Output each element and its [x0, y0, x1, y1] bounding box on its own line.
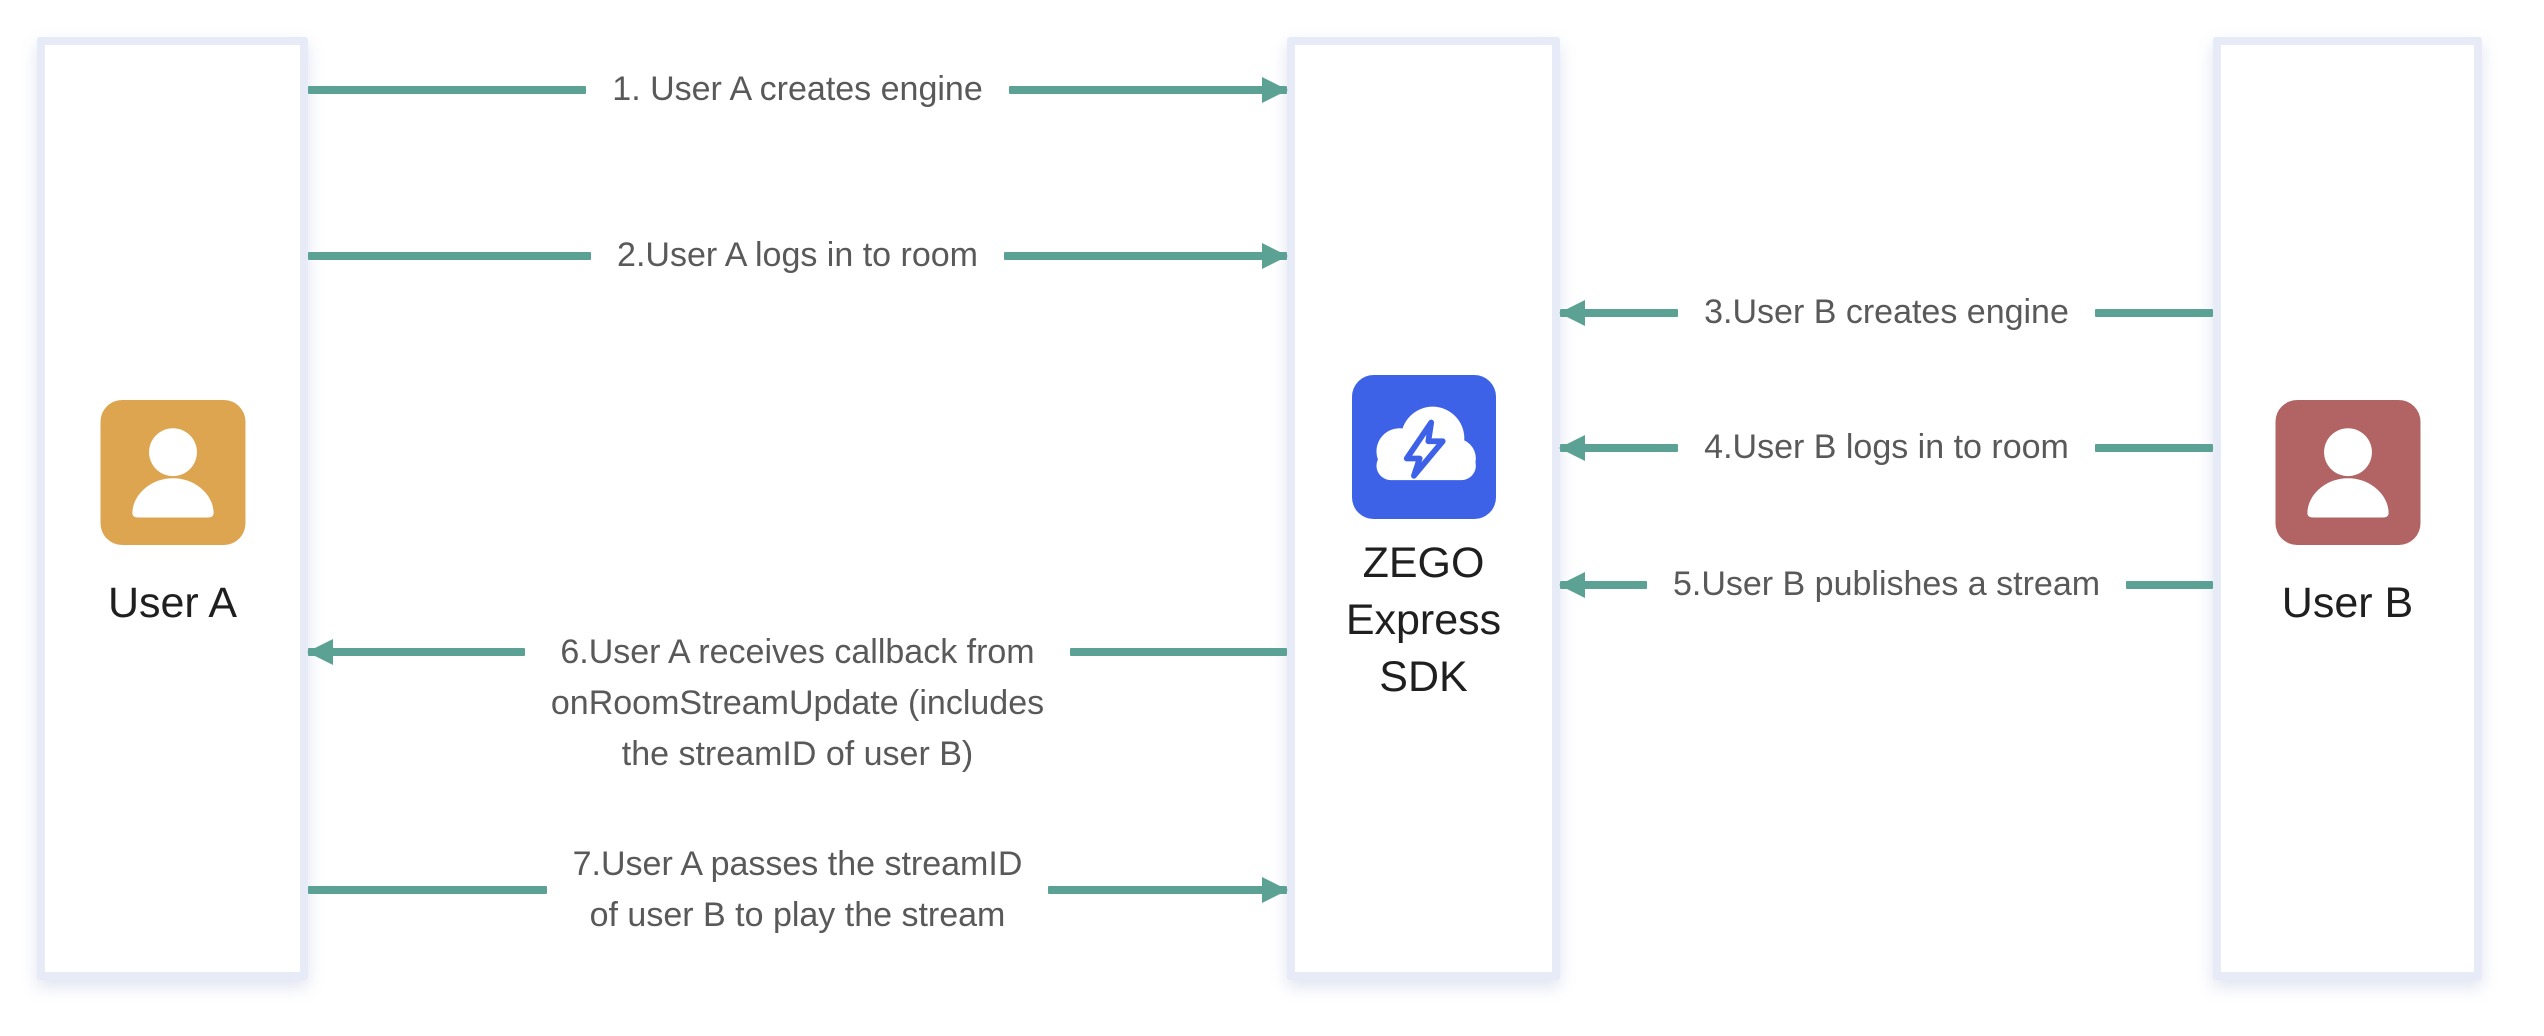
lifeline-zego-sdk: ZEGO Express SDK: [1287, 37, 1560, 980]
arrow-step-4: 4.User B logs in to room: [1560, 422, 2214, 473]
arrow-line: [308, 886, 547, 894]
user-b-avatar-icon: [2275, 400, 2420, 545]
step-label-line: 2.User A logs in to room: [617, 236, 978, 274]
arrow-line: [1070, 648, 1287, 656]
lifeline-user-a: User A: [37, 37, 308, 980]
step-label-line: 6.User A receives callback from: [560, 633, 1035, 671]
arrow-head-right-icon: [1048, 886, 1288, 894]
arrow-step-1-label: 1. User A creates engine: [612, 64, 982, 115]
arrow-step-5-label: 5.User B publishes a stream: [1673, 559, 2100, 610]
step-label-line: of user B to play the stream: [589, 896, 1006, 934]
arrow-head-left-icon: [308, 648, 525, 656]
arrow-step-7-label: 7.User A passes the streamID of user B t…: [573, 839, 1023, 941]
step-label-line: 7.User A passes the streamID: [572, 845, 1023, 883]
zego-sdk-label-line: SDK: [1379, 653, 1468, 701]
arrow-head-left-icon: [1560, 308, 1679, 317]
arrow-line: [2094, 443, 2214, 452]
step-label-line: 1. User A creates engine: [612, 70, 983, 108]
user-a-avatar-icon: [100, 400, 245, 545]
arrow-step-4-label: 4.User B logs in to room: [1704, 422, 2069, 473]
arrow-step-2: 2.User A logs in to room: [308, 230, 1288, 281]
cloud-lightning-icon: [1351, 375, 1496, 519]
arrow-line: [308, 251, 592, 260]
zego-sdk-label-line: ZEGO: [1362, 539, 1485, 587]
arrow-line: [308, 85, 587, 94]
arrow-head-right-icon: [1008, 85, 1288, 94]
arrow-head-right-icon: [1003, 251, 1288, 260]
arrow-step-6: 6.User A receives callback from onRoomSt…: [308, 627, 1287, 780]
user-a-label: User A: [107, 579, 238, 627]
step-label-line: 3.User B creates engine: [1704, 293, 2069, 331]
arrow-head-left-icon: [1560, 580, 1647, 589]
arrow-line: [2094, 308, 2214, 317]
arrow-step-5: 5.User B publishes a stream: [1560, 559, 2214, 610]
arrow-head-left-icon: [1560, 443, 1679, 452]
step-label-line: 4.User B logs in to room: [1704, 428, 2069, 466]
zego-sdk-label-line: Express: [1345, 596, 1502, 644]
arrow-step-7: 7.User A passes the streamID of user B t…: [308, 839, 1288, 941]
arrow-step-1: 1. User A creates engine: [308, 64, 1288, 115]
step-label-line: 5.User B publishes a stream: [1672, 565, 2101, 603]
zego-sdk-label: ZEGO Express SDK: [1295, 535, 1552, 706]
arrow-step-3: 3.User B creates engine: [1560, 287, 2214, 338]
lifeline-user-b: User B: [2213, 37, 2482, 980]
arrow-line: [2126, 580, 2214, 589]
arrow-step-2-label: 2.User A logs in to room: [617, 230, 978, 281]
arrow-step-6-label: 6.User A receives callback from onRoomSt…: [551, 627, 1044, 780]
step-label-line: onRoomStreamUpdate (includes: [550, 684, 1045, 722]
user-b-label: User B: [2281, 579, 2414, 627]
step-label-line: the streamID of user B): [621, 735, 974, 773]
arrow-step-3-label: 3.User B creates engine: [1704, 287, 2069, 338]
